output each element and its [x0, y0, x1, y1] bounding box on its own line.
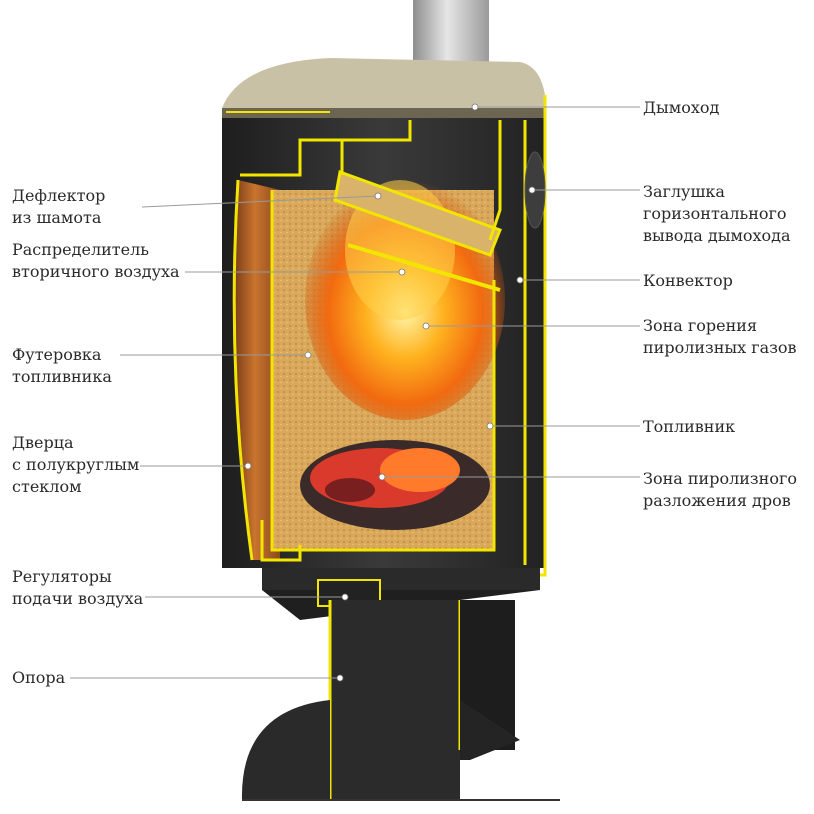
- label-convector: Конвектор: [643, 270, 733, 292]
- stove-top-cap: [222, 58, 545, 128]
- label-secondary-air-distributor: Распределитель вторичного воздуха: [12, 239, 180, 283]
- label-door: Дверца с полукруглым стеклом: [12, 432, 139, 498]
- label-wood-pyrolysis-zone: Зона пиролизного разложения дров: [643, 468, 797, 512]
- label-firebox: Топливник: [643, 416, 735, 438]
- label-chimney-plug: Заглушка горизонтального вывода дымохода: [643, 181, 791, 247]
- label-support: Опора: [12, 667, 65, 689]
- label-firebox-lining: Футеровка топливника: [12, 344, 112, 388]
- stove-support: [242, 600, 560, 800]
- label-air-regulators: Регуляторы подачи воздуха: [12, 566, 143, 610]
- label-pyrolysis-gas-zone: Зона горения пиролизных газов: [643, 315, 797, 359]
- label-deflector: Дефлектор из шамота: [12, 185, 105, 229]
- coals: [300, 440, 490, 530]
- stove-body: [222, 95, 545, 600]
- label-chimney: Дымоход: [643, 97, 719, 119]
